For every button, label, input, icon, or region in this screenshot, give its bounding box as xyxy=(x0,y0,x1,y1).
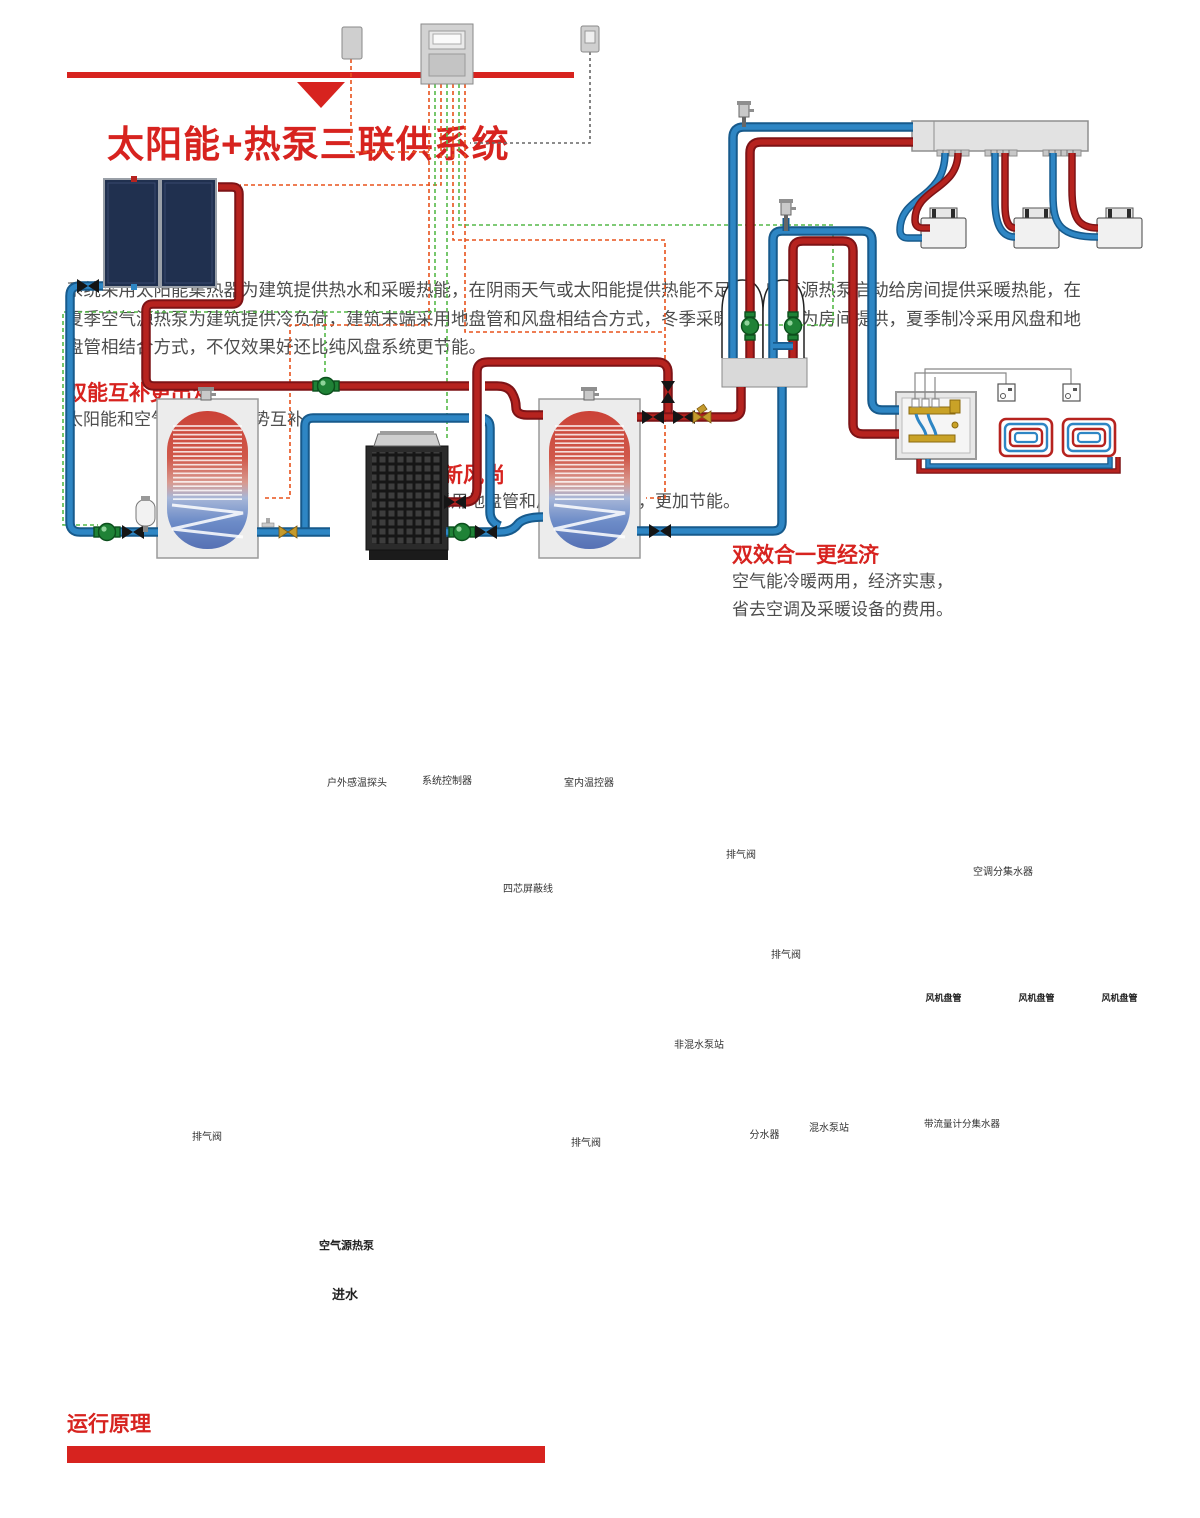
room-stat-wires xyxy=(914,368,1072,399)
floor-manifold-cabinet xyxy=(895,391,977,460)
label-water-inlet: 进水 xyxy=(332,1287,359,1302)
label-air-vent-1: 排气阀 xyxy=(726,850,756,861)
label-mixing-station: 混水泵站 xyxy=(809,1123,849,1134)
indoor-thermostat-device xyxy=(580,25,600,53)
system-controller-device xyxy=(420,23,474,85)
label-water-divider: 分水器 xyxy=(749,1130,780,1141)
circulation-pumps xyxy=(93,311,803,542)
label-heat-pump: 空气源热泵 xyxy=(319,1240,374,1252)
footer-rule xyxy=(67,1446,545,1463)
feature-title-3: 双效合一更经济 xyxy=(732,544,879,567)
label-fan-coil-1: 风机盘管 xyxy=(925,993,962,1003)
buffer-tank-2 xyxy=(538,398,641,559)
label-shielded-cable: 四芯屏蔽线 xyxy=(503,884,553,895)
ac-manifold-device xyxy=(911,120,1089,157)
buffer-tank-1 xyxy=(156,398,259,559)
label-outdoor-sensor: 户外感温探头 xyxy=(327,778,387,789)
label-fan-coil-3: 风机盘管 xyxy=(1101,993,1138,1003)
label-ac-manifold: 空调分集水器 xyxy=(973,867,1033,878)
outdoor-sensor-device xyxy=(341,26,363,60)
valves xyxy=(77,279,695,539)
solar-collectors xyxy=(103,176,217,290)
label-system-controller: 系统控制器 xyxy=(422,776,472,787)
expansion-vessel xyxy=(135,496,156,532)
section-title-operation: 运行原理 xyxy=(67,1413,151,1436)
feature-body-3: 空气能冷暖两用，经济实惠， 省去空调及采暖设备的费用。 xyxy=(732,572,953,619)
fan-coil-units xyxy=(920,207,1143,249)
intro-paragraph: 系统采用太阳能集热器为建筑提供热水和采暖热能，在阴雨天气或太阳能提供热能不足时，… xyxy=(66,276,1146,362)
label-fan-coil-2: 风机盘管 xyxy=(1018,993,1055,1003)
label-air-vent-tank2: 排气阀 xyxy=(571,1138,601,1149)
pipes xyxy=(65,122,1121,537)
room-stats xyxy=(997,383,1081,402)
intro-line: 夏季空气源热泵为建筑提供冷负荷，建筑末端采用地盘管和风盘相结合方式，冬季采暖由地… xyxy=(66,308,1081,329)
intro-line: 系统采用太阳能集热器为建筑提供热水和采暖热能，在阴雨天气或太阳能提供热能不足时，… xyxy=(66,280,1081,300)
label-air-vent-tank1: 排气阀 xyxy=(192,1132,222,1143)
label-non-mixing-station: 非混水泵站 xyxy=(674,1040,724,1051)
control-wires xyxy=(62,52,666,526)
pump-station-wire xyxy=(458,84,834,326)
intro-line: 盘管相结合方式，不仅效果好还比纯风盘系统更节能。 xyxy=(66,337,486,358)
header-triangle-icon xyxy=(297,82,345,108)
water-divider-box xyxy=(721,357,808,388)
page-title: 太阳能+热泵三联供系统 xyxy=(107,124,510,165)
air-vents xyxy=(198,101,796,401)
label-flow-meter-manifold: 带流量计分集水器 xyxy=(924,1119,1001,1130)
heat-pump-device xyxy=(365,431,449,560)
brass-fittings xyxy=(278,403,712,539)
label-air-vent-2: 排气阀 xyxy=(771,950,801,961)
floor-heating-coils xyxy=(998,417,1117,458)
drain-fitting xyxy=(261,518,275,528)
header-rule xyxy=(67,72,574,78)
label-indoor-thermostat: 室内温控器 xyxy=(564,778,614,789)
system-diagram xyxy=(62,23,1143,560)
